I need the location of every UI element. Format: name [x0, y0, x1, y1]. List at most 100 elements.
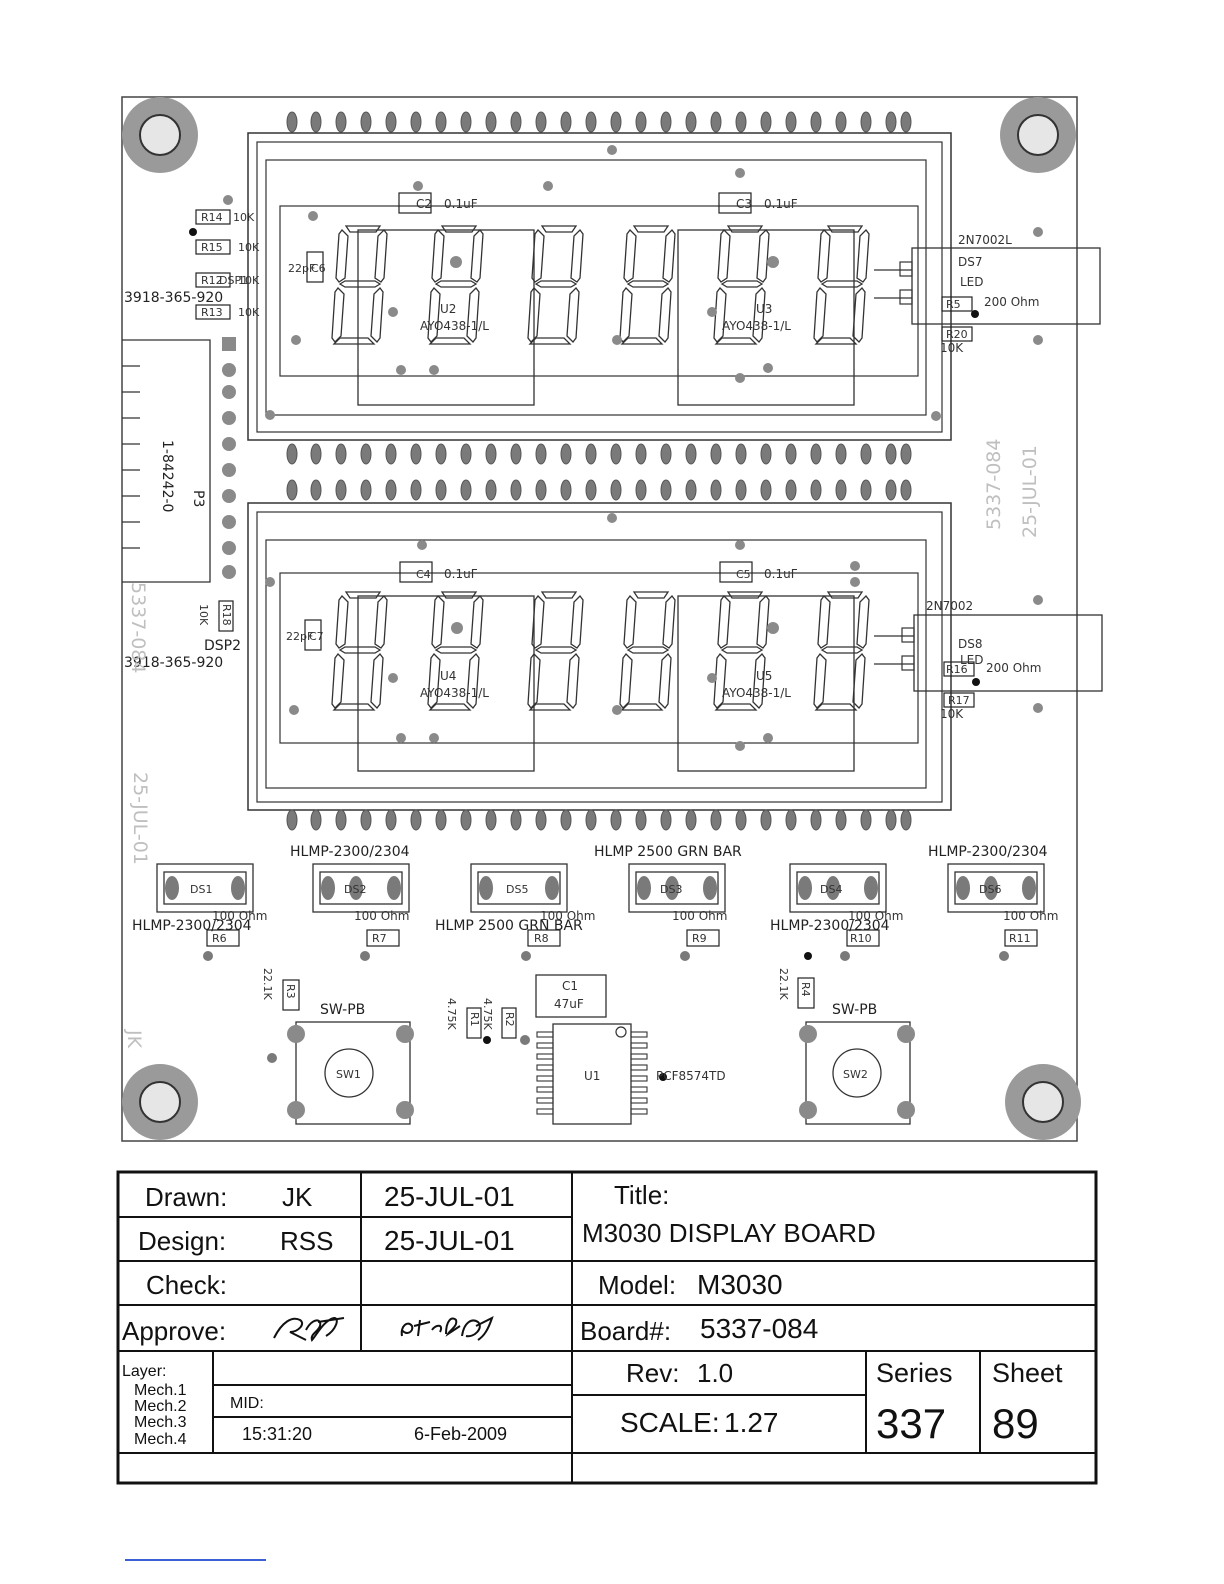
led-part-top-a: HLMP-2300/2304 — [290, 844, 410, 860]
time-value: 15:31:20 — [242, 1424, 312, 1444]
u4-part: AYO438-1/L — [420, 686, 489, 700]
display-module-1 — [189, 111, 1043, 465]
r13-value: 10K — [238, 306, 260, 319]
ds8-label: DS8 — [958, 637, 983, 651]
r9-value: 100 Ohm — [672, 909, 727, 923]
r4-value: 22.1K — [777, 968, 790, 1000]
ds7-label: DS7 — [958, 255, 983, 269]
u2-label: U2 — [440, 302, 456, 316]
r10-value: 100 Ohm — [848, 909, 903, 923]
q2-outline — [913, 614, 1103, 692]
q1-part: 2N7002L — [958, 233, 1012, 247]
layer-label: Layer: — [122, 1363, 166, 1380]
c3-label: C3 — [736, 197, 752, 211]
r13-label: R13 — [201, 306, 223, 319]
r15-label: R15 — [201, 241, 223, 254]
drawn-by: JK — [282, 1182, 313, 1212]
sw2-type: SW-PB — [832, 1002, 877, 1018]
r1-label: R1 — [468, 1012, 481, 1027]
r2-value: 4.75K — [481, 998, 494, 1030]
side-date-left: 25-JUL-01 — [129, 772, 151, 865]
r1-value: 4.75K — [445, 998, 458, 1030]
r20-label: R20 — [946, 328, 968, 341]
u1-part: PCF8574TD — [656, 1069, 726, 1083]
r6-label: R6 — [212, 932, 227, 945]
p3-label: P3 — [190, 490, 206, 507]
side-date: 25-JUL-01 — [1019, 445, 1041, 538]
mounting-hole-top-right — [999, 96, 1077, 174]
sw2-label: SW2 — [843, 1068, 868, 1081]
r18-value: 10K — [197, 604, 210, 626]
ds3-label: DS3 — [660, 883, 682, 896]
r5-label: R5 — [946, 298, 961, 311]
r12-value: 10K — [238, 274, 260, 287]
layer-mech-4: Mech.4 — [134, 1431, 187, 1448]
board-label: Board#: — [580, 1316, 671, 1346]
check-label: Check: — [146, 1270, 227, 1300]
led-part-top-b: HLMP 2500 GRN BAR — [594, 844, 742, 860]
q1-outline — [911, 247, 1101, 325]
ds6-label: DS6 — [979, 883, 1001, 896]
display-module-2 — [247, 479, 1043, 831]
r7-label: R7 — [372, 932, 387, 945]
series-value: 337 — [876, 1400, 946, 1447]
led-part-bot-a: HLMP-2300/2304 — [132, 918, 252, 934]
mounting-hole-bottom-left — [121, 1063, 199, 1141]
side-board-number: 5337-084 — [983, 439, 1005, 530]
r5-value: 200 Ohm — [984, 295, 1039, 309]
r15-value: 10K — [238, 241, 260, 254]
r8-label: R8 — [534, 932, 549, 945]
led-part-top-c: HLMP-2300/2304 — [928, 844, 1048, 860]
r11-label: R11 — [1009, 932, 1031, 945]
dsp2-label: DSP2 — [204, 638, 241, 654]
r16-label: R16 — [946, 663, 968, 676]
mounting-hole-top-left — [121, 96, 199, 174]
title-label: Title: — [614, 1180, 669, 1210]
c2-label: C2 — [416, 197, 432, 211]
r4-label: R4 — [799, 982, 812, 997]
c4-value: 0.1uF — [444, 567, 478, 581]
board-value: 5337-084 — [700, 1313, 818, 1344]
u3-label: U3 — [756, 302, 772, 316]
r10-label: R10 — [850, 932, 872, 945]
r12-label: R12 — [201, 274, 223, 287]
connector-p3 — [122, 337, 236, 583]
side-board-number-left: 5337-084 — [127, 582, 149, 673]
drawn-date: 25-JUL-01 — [384, 1181, 515, 1212]
r14-label: R14 — [201, 211, 223, 224]
sheet-label: Sheet — [992, 1358, 1063, 1388]
r18-label: R18 — [220, 604, 233, 626]
design-label: Design: — [138, 1226, 226, 1256]
r3-label: R3 — [284, 984, 297, 999]
sheet-value: 89 — [992, 1400, 1039, 1447]
c1-value: 47uF — [554, 997, 584, 1011]
p3-part: 1-84242-0 — [159, 440, 175, 512]
u1-label: U1 — [584, 1069, 600, 1083]
r2-label: R2 — [503, 1012, 516, 1027]
led-part-bot-b: HLMP 2500 GRN BAR — [435, 918, 583, 934]
c4-label: C4 — [416, 568, 431, 581]
ds8-led: LED — [960, 653, 984, 667]
u3-part: AYO438-1/L — [722, 319, 791, 333]
led-part-bot-c: HLMP-2300/2304 — [770, 918, 890, 934]
drawing-title: M3030 DISPLAY BOARD — [582, 1218, 876, 1248]
r6-value: 100 Ohm — [212, 909, 267, 923]
rev-label: Rev: — [626, 1358, 679, 1388]
title-block: Drawn: JK 25-JUL-01 Design: RSS 25-JUL-0… — [116, 1170, 1098, 1485]
ic-u1 — [535, 974, 648, 1125]
q2-part: 2N7002 — [926, 599, 973, 613]
series-label: Series — [876, 1358, 953, 1388]
model-label: Model: — [598, 1270, 676, 1300]
u4-label: U4 — [440, 669, 456, 683]
sw1-label: SW1 — [336, 1068, 361, 1081]
u2-part: AYO438-1/L — [420, 319, 489, 333]
layer-mech-3: Mech.3 — [134, 1414, 187, 1431]
component-labels: R14 10K R15 10K R12 10K DSP1 3918-365-92… — [123, 197, 1058, 1083]
ds5-label: DS5 — [506, 883, 528, 896]
c6-label: C6 — [311, 262, 326, 275]
c7-value: 22pF — [286, 630, 313, 643]
r8-value: 100 Ohm — [540, 909, 595, 923]
r3-value: 22.1K — [261, 968, 274, 1000]
dsp2-part: 3918-365-920 — [124, 655, 223, 671]
